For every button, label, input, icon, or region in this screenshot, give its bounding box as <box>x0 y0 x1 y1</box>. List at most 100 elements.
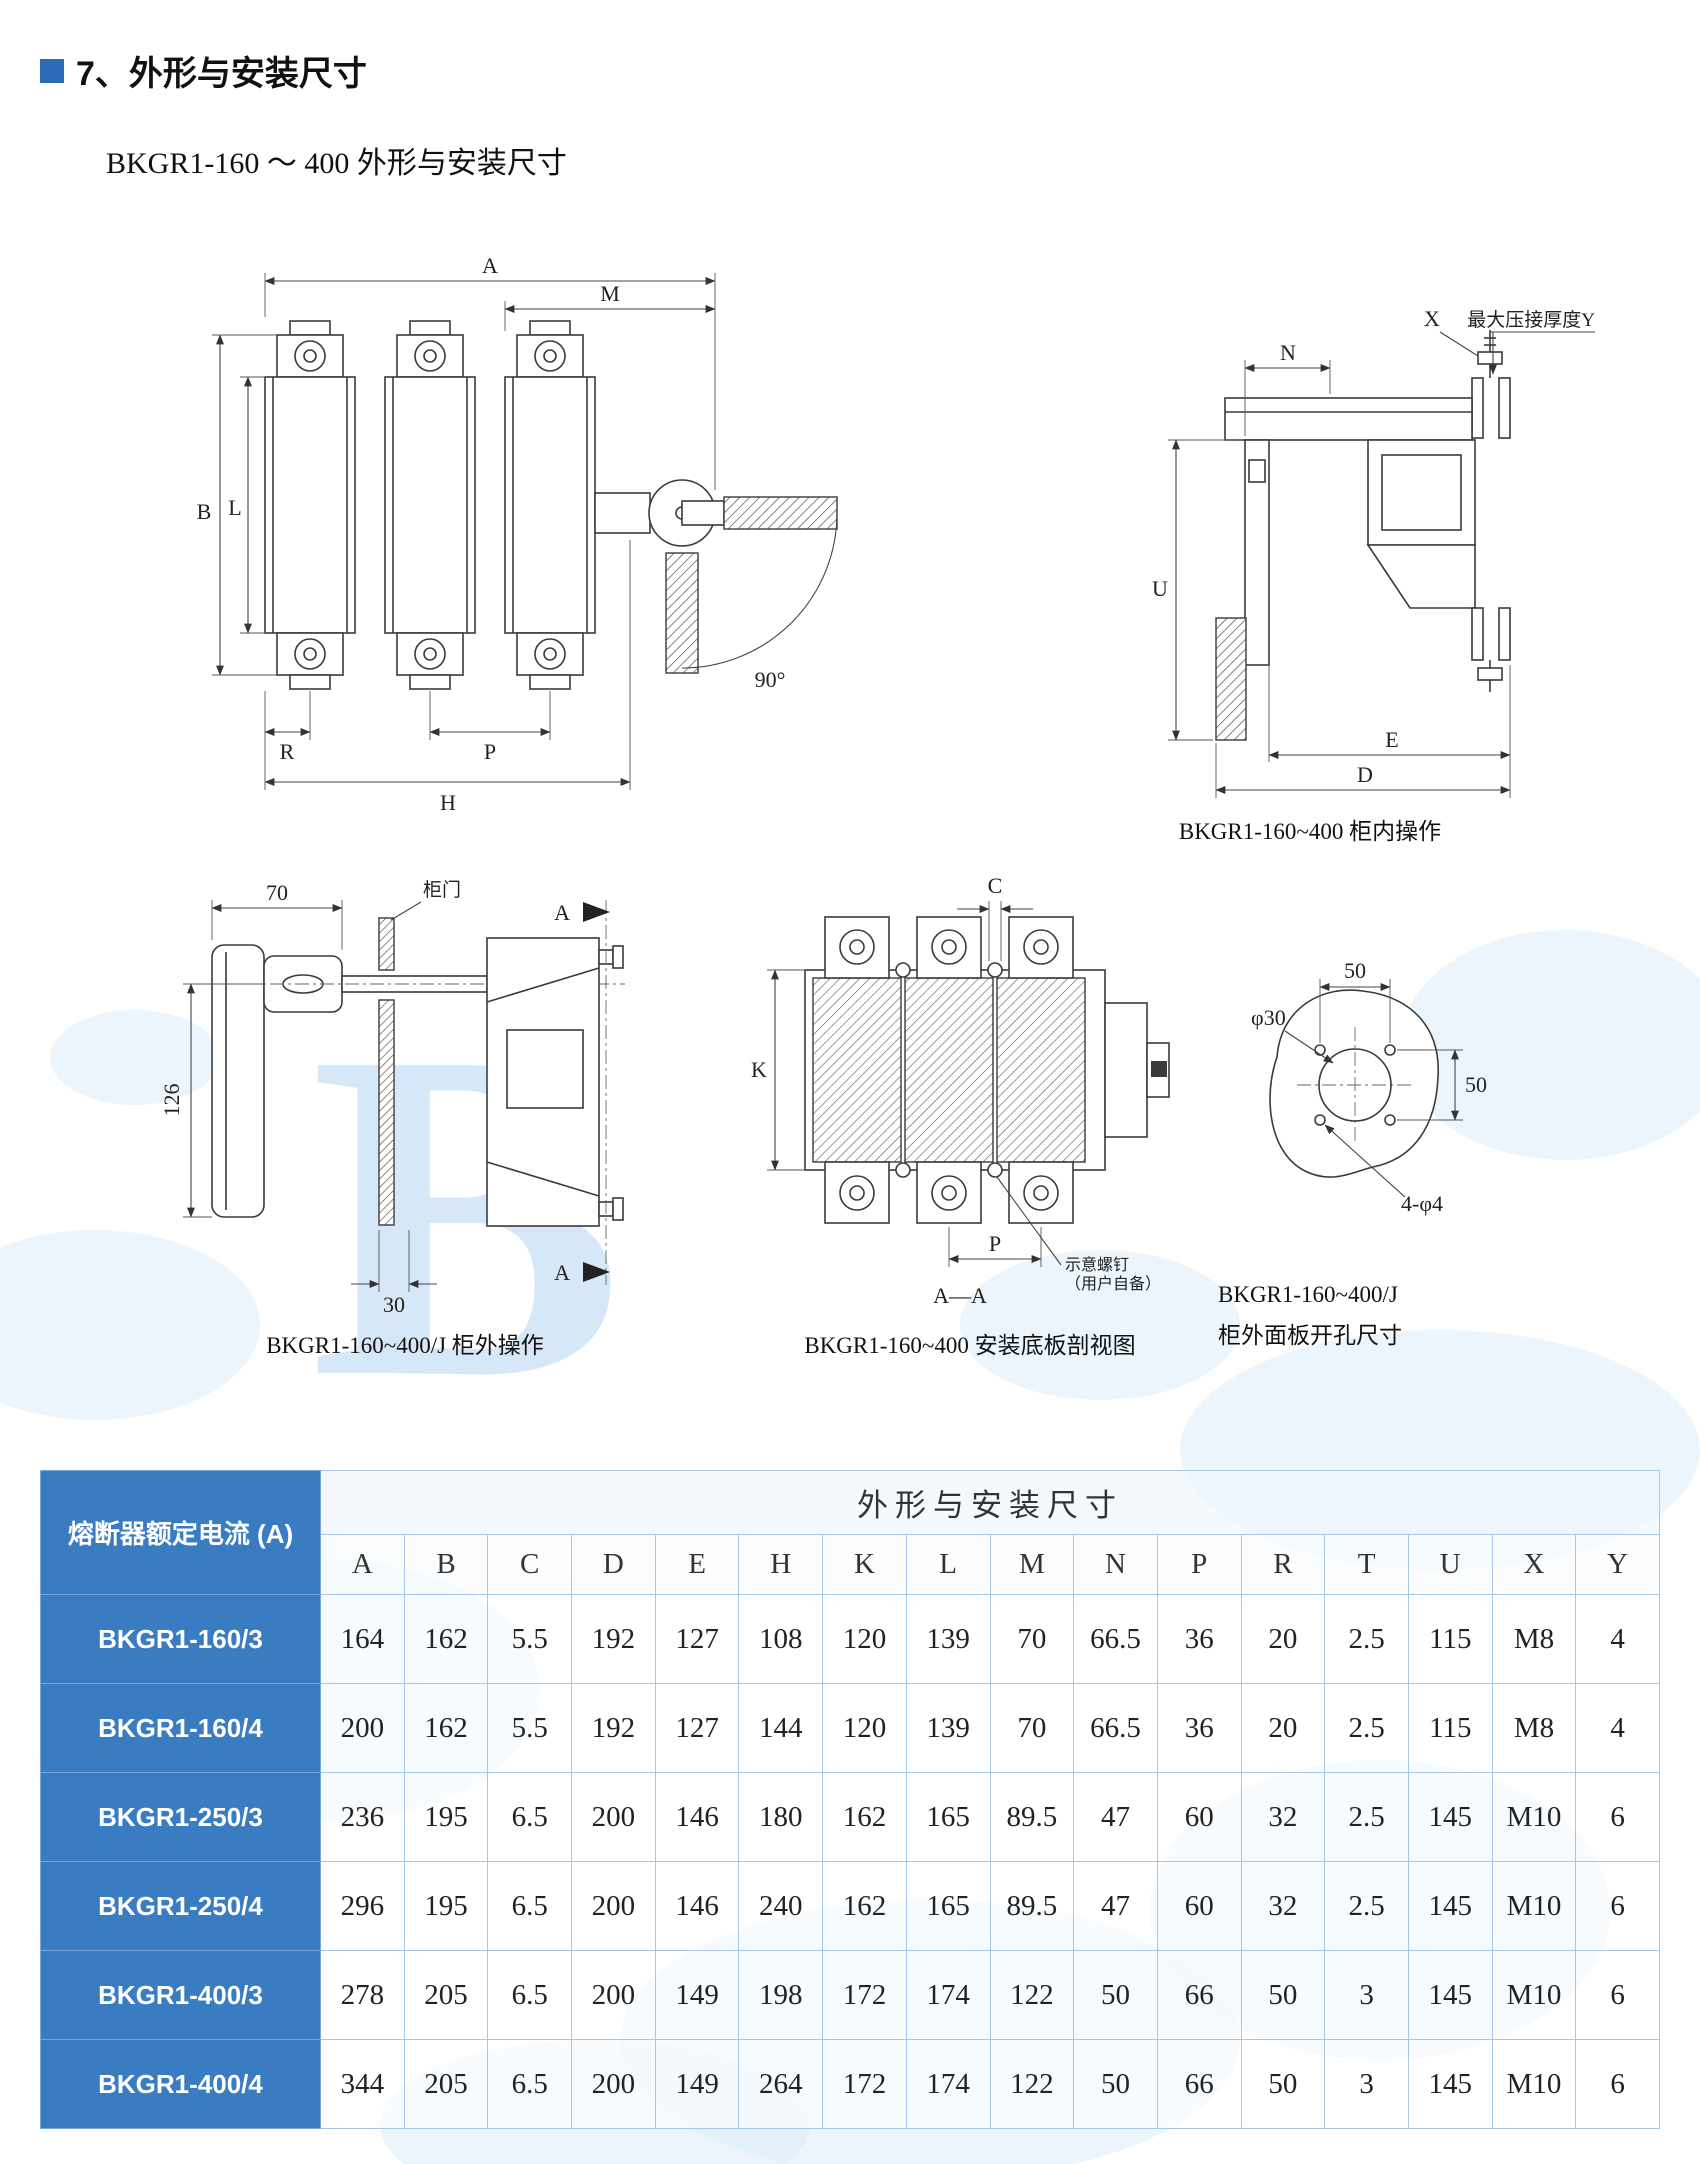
value-cell: 36 <box>1156 1683 1242 1773</box>
outside-operation-drawing: 柜门 70 126 A A 30 <box>159 879 625 1317</box>
value-cell: M10 <box>1491 1861 1577 1951</box>
model-cell: BKGR1-400/4 <box>40 2039 321 2129</box>
section-bullet-icon <box>40 58 64 83</box>
value-cell: 344 <box>320 2039 405 2129</box>
value-cell: M10 <box>1491 1772 1577 1862</box>
value-cell: 296 <box>320 1861 405 1951</box>
watermark-cloud <box>1400 930 1700 1160</box>
cabinet-door <box>378 917 395 1226</box>
section-arrow-bottom <box>583 1262 610 1282</box>
value-cell: 174 <box>905 2039 991 2129</box>
value-cell: 4 <box>1575 1594 1660 1684</box>
value-cell: 20 <box>1240 1594 1326 1684</box>
value-cell: 198 <box>738 1950 824 2040</box>
external-handle <box>211 944 343 1218</box>
column-header: C <box>487 1534 573 1595</box>
model-cell: BKGR1-250/3 <box>40 1772 321 1862</box>
fuse-pole <box>504 320 596 690</box>
column-header: Y <box>1575 1534 1660 1595</box>
column-header: R <box>1240 1534 1326 1595</box>
dim-label-N: N <box>1280 340 1296 365</box>
value-cell: 145 <box>1407 1772 1493 1862</box>
base-plate-caption: BKGR1-160~400 安装底板剖视图 <box>804 1333 1136 1358</box>
value-cell: 50 <box>1073 2039 1158 2129</box>
dim-label-30: 30 <box>383 1292 405 1317</box>
value-cell: 50 <box>1073 1950 1158 2040</box>
value-cell: 162 <box>822 1772 907 1862</box>
value-cell: 172 <box>822 1950 907 2040</box>
value-cell: 122 <box>989 2039 1075 2129</box>
screw-note-line2: （用户自备） <box>1065 1275 1161 1293</box>
value-cell: 145 <box>1407 1950 1493 2040</box>
column-header: K <box>822 1534 907 1595</box>
value-cell: 162 <box>822 1861 907 1951</box>
watermark-cloud <box>0 1230 260 1420</box>
value-cell: 149 <box>654 1950 740 2040</box>
column-header: M <box>989 1534 1075 1595</box>
dim-label-50-right: 50 <box>1465 1072 1487 1097</box>
value-cell: 66.5 <box>1073 1683 1158 1773</box>
model-cell: BKGR1-250/4 <box>40 1861 321 1951</box>
value-cell: 139 <box>905 1594 991 1684</box>
dim-label-C: C <box>988 875 1003 898</box>
dim-label-70: 70 <box>266 880 288 905</box>
dim-label-U: U <box>1152 576 1168 601</box>
fuse-pole <box>384 320 476 690</box>
value-cell: 89.5 <box>989 1772 1075 1862</box>
value-cell: 139 <box>905 1683 991 1773</box>
model-cell: BKGR1-160/3 <box>40 1594 321 1684</box>
section-arrow-top <box>583 902 610 922</box>
dim-label-X: X <box>1424 306 1440 331</box>
screw-note-line1: 示意螺钉 <box>1065 1255 1129 1274</box>
label-cabinet-door: 柜门 <box>423 879 461 901</box>
inside-operation-caption: BKGR1-160~400 柜内操作 <box>1178 819 1442 844</box>
value-cell: 122 <box>989 1950 1075 2040</box>
outside-operation-caption: BKGR1-160~400/J 柜外操作 <box>266 1333 544 1358</box>
value-cell: 50 <box>1240 2039 1326 2129</box>
value-cell: 162 <box>403 1683 489 1773</box>
value-cell: 146 <box>654 1772 740 1862</box>
section-mark-bottom: A <box>554 1260 570 1285</box>
panel-cutout-caption-line1: BKGR1-160~400/J <box>1218 1282 1398 1307</box>
dim-label-K: K <box>751 1057 767 1082</box>
dim-label-E: E <box>1385 727 1398 752</box>
value-cell: 6.5 <box>487 2039 573 2129</box>
value-cell: 6 <box>1575 1861 1660 1951</box>
value-cell: 127 <box>654 1683 740 1773</box>
terminals-bottom <box>824 1161 1074 1224</box>
value-cell: 149 <box>654 2039 740 2129</box>
table-corner-header: 熔断器额定电流 (A) <box>40 1470 321 1595</box>
switch-body <box>486 937 624 1227</box>
value-cell: 120 <box>822 1683 907 1773</box>
value-cell: 146 <box>654 1861 740 1951</box>
terminals-top <box>824 916 1074 979</box>
model-cell: BKGR1-160/4 <box>40 1683 321 1773</box>
value-cell: 2.5 <box>1324 1861 1409 1951</box>
column-header: P <box>1156 1534 1242 1595</box>
value-cell: 195 <box>403 1772 489 1862</box>
value-cell: 200 <box>320 1683 405 1773</box>
value-cell: 6 <box>1575 1772 1660 1862</box>
value-cell: 200 <box>571 1861 656 1951</box>
panel-cutout-drawing: φ30 50 50 4-φ4 <box>1251 958 1487 1216</box>
value-cell: 5.5 <box>487 1594 573 1684</box>
value-cell: 47 <box>1073 1861 1158 1951</box>
value-cell: 32 <box>1240 1861 1326 1951</box>
value-cell: 6.5 <box>487 1861 573 1951</box>
value-cell: 32 <box>1240 1772 1326 1862</box>
value-cell: 3 <box>1324 1950 1409 2040</box>
value-cell: 6.5 <box>487 1950 573 2040</box>
value-cell: 4 <box>1575 1683 1660 1773</box>
value-cell: 174 <box>905 1950 991 2040</box>
column-header: D <box>571 1534 656 1595</box>
value-cell: M10 <box>1491 2039 1577 2129</box>
column-header: X <box>1491 1534 1577 1595</box>
inside-operation-drawing: X 最大压接厚度Y N U E D <box>1152 306 1595 798</box>
value-cell: 66 <box>1156 1950 1242 2040</box>
